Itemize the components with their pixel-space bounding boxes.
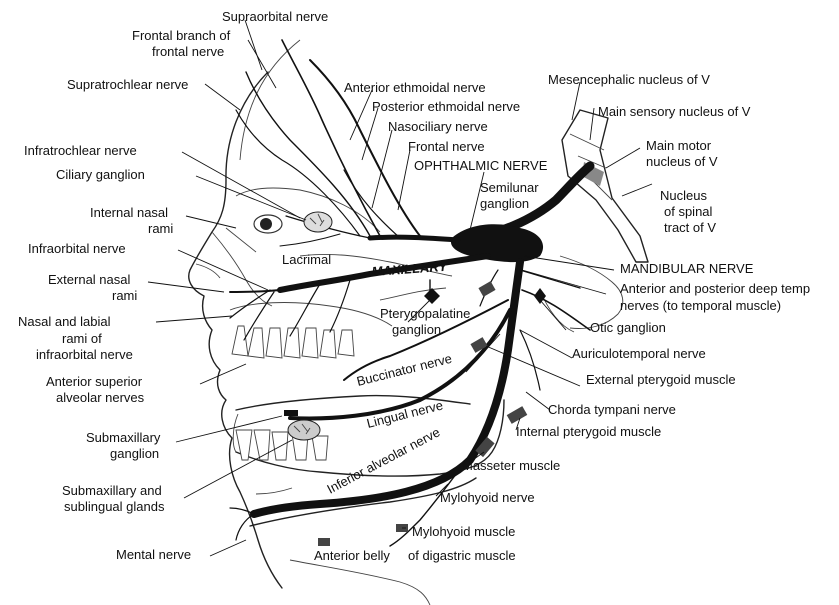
label-mesencephalic: Mesencephalic nucleus of V	[548, 72, 710, 87]
label-ophthalmic-nerve: OPHTHALMIC NERVE	[414, 158, 548, 173]
label-main-sensory: Main sensory nucleus of V	[598, 104, 751, 119]
label-posterior-ethmoidal-nerve: Posterior ethmoidal nerve	[372, 99, 520, 114]
label-submax-glands-2: sublingual glands	[64, 499, 165, 514]
label-semilunar-2: ganglion	[480, 196, 529, 211]
label-of-digastric: of digastric muscle	[408, 548, 516, 563]
label-supraorbital-nerve: Supraorbital nerve	[222, 9, 328, 24]
submaxillary-gland-icon	[288, 420, 320, 440]
label-infratrochlear-nerve: Infratrochlear nerve	[24, 143, 137, 158]
submaxillary-ganglion-icon	[284, 410, 298, 416]
label-frontal-branch-1: Frontal branch of	[132, 28, 231, 43]
label-supratrochlear-nerve: Supratrochlear nerve	[67, 77, 188, 92]
label-spinal-3: tract of V	[664, 220, 716, 235]
label-mylohyoid-nerve: Mylohyoid nerve	[440, 490, 535, 505]
label-nasociliary-nerve: Nasociliary nerve	[388, 119, 488, 134]
temporal-muscle-icon	[478, 281, 495, 297]
labels: Supraorbital nerve Frontal branch of fro…	[18, 9, 810, 563]
label-nasal-labial-2: rami of	[62, 331, 102, 346]
label-anterior-belly: Anterior belly	[314, 548, 390, 563]
label-anterior-ethmoidal-nerve: Anterior ethmoidal nerve	[344, 80, 486, 95]
label-frontal-nerve: Frontal nerve	[408, 139, 485, 154]
internal-pterygoid-icon	[507, 406, 528, 424]
label-submaxillary-ganglion-1: Submaxillary	[86, 430, 161, 445]
label-internal-pterygoid-muscle: Internal pterygoid muscle	[516, 424, 661, 439]
label-ciliary-ganglion: Ciliary ganglion	[56, 167, 145, 182]
label-submax-glands-1: Submaxillary and	[62, 483, 162, 498]
label-mylohyoid-muscle: Mylohyoid muscle	[412, 524, 515, 539]
label-internal-nasal-2: rami	[148, 221, 173, 236]
label-masseter-muscle: Masseter muscle	[462, 458, 560, 473]
label-anterior-superior-2: alveolar nerves	[56, 390, 145, 405]
label-deep-temporal-1: Anterior and posterior deep temp	[620, 281, 810, 296]
eye	[254, 215, 282, 233]
label-external-nasal-2: rami	[112, 288, 137, 303]
label-otic-ganglion: Otic ganglion	[590, 320, 666, 335]
label-spinal-1: Nucleus	[660, 188, 707, 203]
label-internal-nasal-1: Internal nasal	[90, 205, 168, 220]
label-mental-nerve: Mental nerve	[116, 547, 191, 562]
label-frontal-branch-2: frontal nerve	[152, 44, 224, 59]
label-buccinator-nerve: Buccinator nerve	[355, 351, 453, 389]
digastric-icon	[318, 538, 330, 546]
label-lacrimal: Lacrimal	[282, 252, 331, 267]
label-chorda-tympani-nerve: Chorda tympani nerve	[548, 402, 676, 417]
label-semilunar-1: Semilunar	[480, 180, 539, 195]
otic-ganglion	[534, 288, 546, 304]
label-nasal-labial-3: infraorbital nerve	[36, 347, 133, 362]
label-infraorbital-nerve: Infraorbital nerve	[28, 241, 126, 256]
label-auriculotemporal-nerve: Auriculotemporal nerve	[572, 346, 706, 361]
label-nasal-labial-1: Nasal and labial	[18, 314, 111, 329]
label-external-pterygoid-muscle: External pterygoid muscle	[586, 372, 736, 387]
label-anterior-superior-1: Anterior superior	[46, 374, 143, 389]
label-mandibular-nerve: MANDIBULAR NERVE	[620, 261, 754, 276]
label-main-motor-2: nucleus of V	[646, 154, 718, 169]
label-external-nasal-1: External nasal	[48, 272, 130, 287]
label-pterygopalatine-2: ganglion	[392, 322, 441, 337]
label-maxillary: MAXILLARY	[371, 259, 449, 279]
label-main-motor-1: Main motor	[646, 138, 712, 153]
label-deep-temporal-2: nerves (to temporal muscle)	[620, 298, 781, 313]
label-spinal-2: of spinal	[664, 204, 713, 219]
label-submaxillary-ganglion-2: ganglion	[110, 446, 159, 461]
label-pterygopalatine-1: Pterygopalatine	[380, 306, 470, 321]
